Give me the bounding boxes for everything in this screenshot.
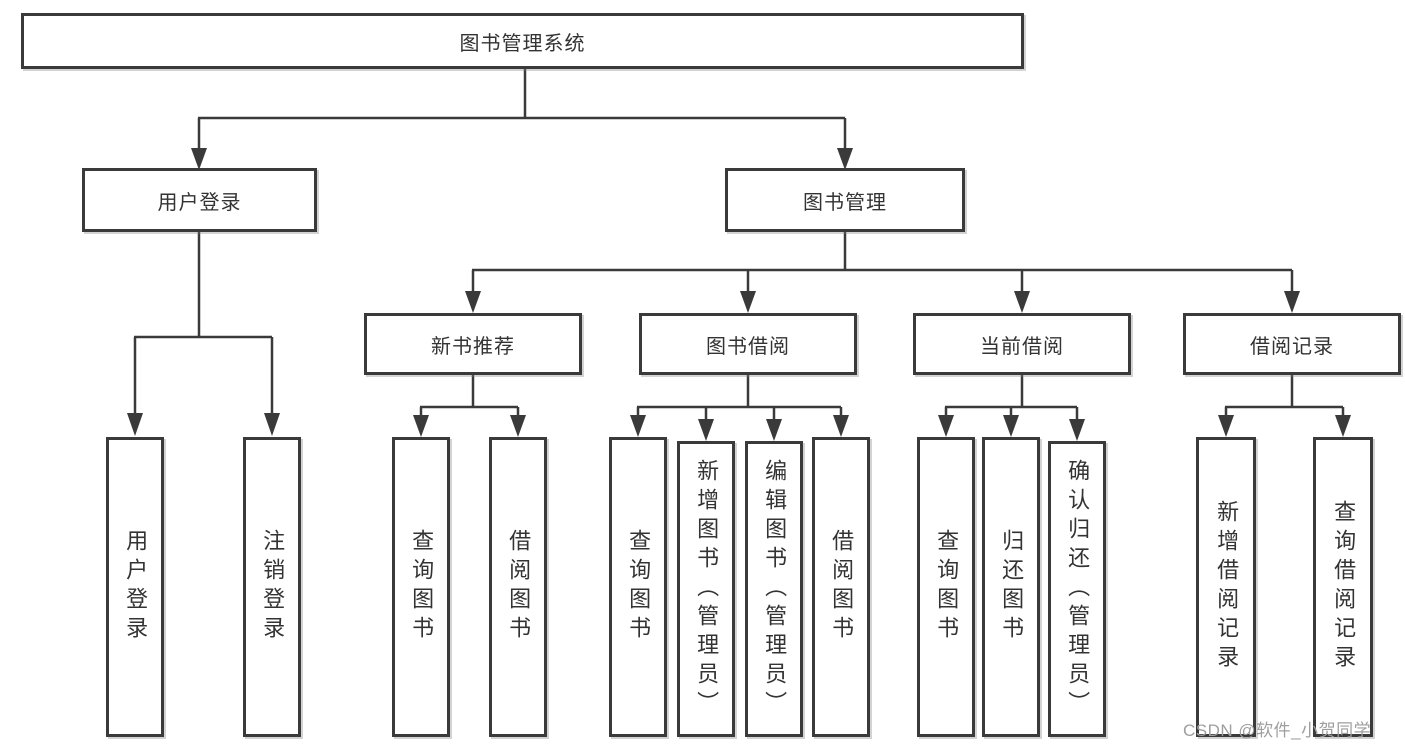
connector-user-login-children <box>127 232 280 436</box>
node-query-books-recommend: 查询图书 <box>392 437 450 737</box>
node-query-books-current-label: 查询图书 <box>934 529 960 645</box>
csdn-watermark: CSDN @软件_小贺同学 <box>1183 721 1372 740</box>
connector-root-to-level2 <box>191 69 853 170</box>
node-borrow-books: 借阅图书 <box>812 437 870 737</box>
node-user-login-action-label: 用户登录 <box>123 529 149 645</box>
node-book-management: 图书管理 <box>725 168 965 232</box>
connector-borrow-records-children <box>1218 375 1351 437</box>
node-current-borrow: 当前借阅 <box>913 313 1131 375</box>
node-logout-label: 注销登录 <box>260 529 286 645</box>
node-edit-book-admin-label: 编辑图书（管理员） <box>762 458 788 720</box>
node-logout: 注销登录 <box>243 437 301 737</box>
node-return-book-label: 归还图书 <box>999 529 1025 645</box>
node-book-borrow: 图书借阅 <box>639 313 857 375</box>
node-library-management-system: 图书管理系统 <box>21 13 1024 69</box>
node-query-books-borrow-label: 查询图书 <box>626 529 652 645</box>
node-query-borrow-record-label: 查询借阅记录 <box>1331 500 1357 674</box>
node-query-books-recommend-label: 查询图书 <box>409 529 435 645</box>
node-return-book: 归还图书 <box>982 437 1040 737</box>
node-borrow-books-recommend: 借阅图书 <box>489 437 547 737</box>
node-current-borrow-label: 当前借阅 <box>980 335 1064 358</box>
node-borrow-books-label: 借阅图书 <box>829 529 855 645</box>
node-book-borrow-label: 图书借阅 <box>706 335 790 358</box>
node-borrow-records-label: 借阅记录 <box>1250 335 1334 358</box>
node-user-login-action: 用户登录 <box>106 437 164 737</box>
node-add-book-admin-label: 新增图书（管理员） <box>694 458 720 720</box>
node-add-borrow-record-label: 新增借阅记录 <box>1214 500 1240 674</box>
node-query-borrow-record: 查询借阅记录 <box>1313 437 1373 737</box>
node-library-management-system-label: 图书管理系统 <box>459 32 586 55</box>
connector-book-borrow-children <box>630 375 849 441</box>
node-book-management-label: 图书管理 <box>803 191 887 214</box>
connector-book-management-children <box>465 232 1300 313</box>
node-add-book-admin: 新增图书（管理员） <box>677 441 735 737</box>
node-new-book-recommend-label: 新书推荐 <box>431 335 515 358</box>
node-add-borrow-record: 新增借阅记录 <box>1196 437 1256 737</box>
node-user-login: 用户登录 <box>82 168 317 232</box>
node-confirm-return-admin: 确认归还（管理员） <box>1048 441 1106 737</box>
node-user-login-label: 用户登录 <box>157 191 242 214</box>
node-query-books-borrow: 查询图书 <box>609 437 667 737</box>
connector-current-borrow-children <box>938 375 1085 441</box>
node-borrow-records: 借阅记录 <box>1183 313 1401 375</box>
node-new-book-recommend: 新书推荐 <box>364 313 582 375</box>
node-query-books-current: 查询图书 <box>917 437 975 737</box>
node-confirm-return-admin-label: 确认归还（管理员） <box>1065 458 1091 720</box>
connector-new-book-children <box>413 375 526 437</box>
node-edit-book-admin: 编辑图书（管理员） <box>745 441 803 737</box>
node-borrow-books-recommend-label: 借阅图书 <box>506 529 532 645</box>
